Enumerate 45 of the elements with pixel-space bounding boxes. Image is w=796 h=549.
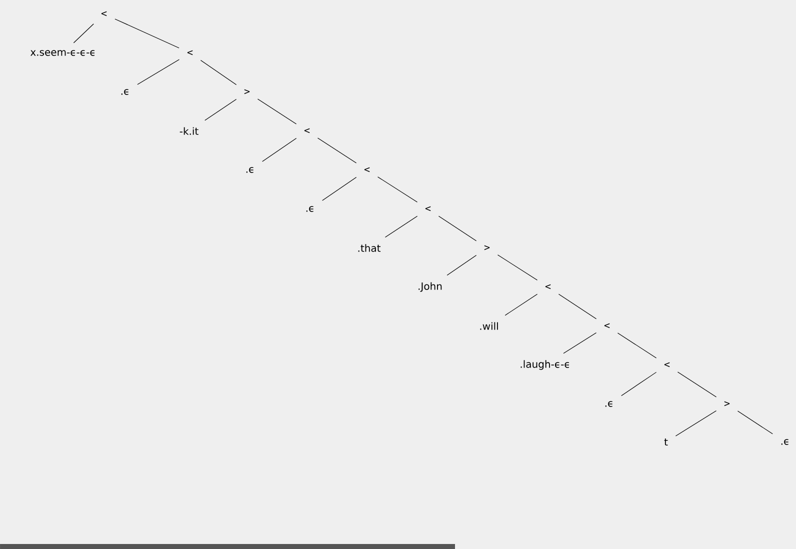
operator-symbol: < (604, 323, 610, 328)
tree-branch (617, 332, 657, 358)
operator-symbol: > (244, 89, 250, 94)
operator-symbol: < (364, 167, 370, 172)
leaf-label: t (664, 438, 668, 446)
operator-symbol: < (101, 11, 107, 16)
tree-branch (675, 410, 717, 436)
operator-symbol: < (425, 206, 431, 212)
tree-branch (563, 332, 597, 354)
tree-branch (377, 176, 418, 202)
tree-branch (677, 372, 717, 398)
leaf-label: -k.it (180, 127, 198, 135)
tree-branch (384, 216, 418, 238)
operator-symbol: < (187, 50, 193, 56)
tree-branch (114, 18, 180, 48)
tree-branch (497, 254, 538, 280)
tree-branch (322, 177, 357, 201)
tree-branch (621, 372, 657, 396)
tree-branch (558, 294, 597, 320)
operator-symbol: > (484, 245, 490, 250)
tree-branch (73, 24, 94, 44)
tree-branch (204, 98, 237, 121)
leaf-label: .ϵ (121, 89, 128, 95)
leaf-label: x.seem-ϵ-ϵ-ϵ (30, 50, 94, 56)
tree-branch (137, 59, 180, 85)
tree-branch (446, 255, 477, 276)
leaf-label: .ϵ (781, 439, 788, 445)
tree-branch (200, 60, 237, 85)
operator-symbol: < (664, 362, 670, 368)
tree-branch (504, 294, 538, 316)
tree-branch (737, 410, 773, 434)
leaf-label: .ϵ (246, 167, 254, 173)
tree-branch (262, 138, 297, 162)
leaf-label: .will (480, 322, 498, 330)
tree-branch (438, 216, 477, 242)
leaf-label: .laugh-ϵ-ϵ (520, 360, 569, 370)
operator-symbol: < (545, 284, 551, 290)
leaf-label: .John (418, 282, 442, 292)
leaf-label: .that (358, 244, 381, 252)
leaf-label: .ϵ (605, 401, 612, 407)
tree-branch (257, 98, 297, 124)
tree-branch (317, 138, 357, 164)
operator-symbol: > (724, 401, 730, 406)
leaf-label: .ϵ (306, 206, 314, 212)
operator-symbol: < (304, 128, 310, 134)
